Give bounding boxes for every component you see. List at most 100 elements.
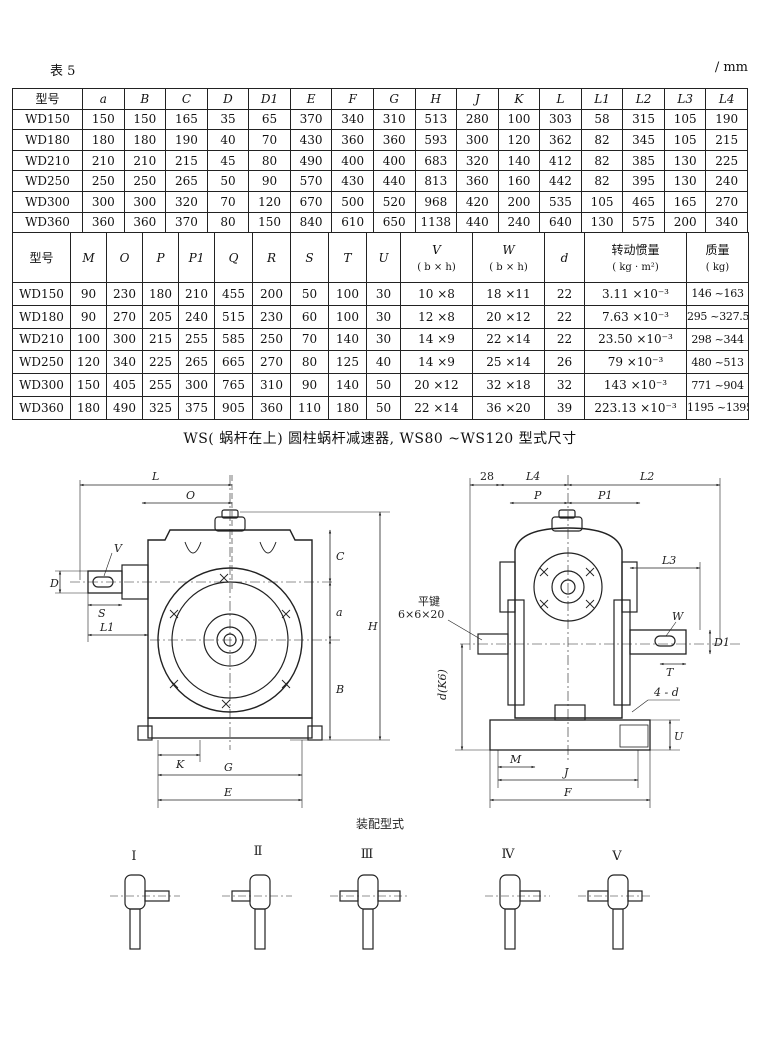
table-cell: 70 [248, 129, 291, 151]
table1-header-cell: L [539, 88, 582, 110]
dim-P1: P1 [597, 489, 612, 502]
dim-L4: L4 [525, 470, 540, 483]
table-cell: 150 [70, 373, 107, 397]
table-cell: 430 [289, 129, 333, 151]
section-title: WS( 蜗杆在上) 圆柱蜗杆减速器, WS80 ~WS120 型式尺寸 [183, 431, 577, 447]
table-cell: 215 [165, 149, 208, 172]
col-inertia: 转动惯量( kg · m²) [584, 232, 687, 283]
table-cell: 1195 ~1395 [686, 395, 749, 420]
table-cell: 385 [622, 149, 665, 172]
table-cell: 230 [252, 304, 291, 329]
table-cell: 520 [372, 190, 416, 213]
technical-drawings: L O V D S L1 C a H B K G E 28 L4 L2 P P1… [49, 470, 740, 950]
table-cell: WD300 [12, 373, 71, 397]
table-cell: WD360 [12, 395, 71, 420]
table-cell: 255 [142, 373, 179, 397]
table-cell: WD250 [12, 170, 83, 192]
table-cell: 370 [165, 211, 208, 234]
table-cell: 412 [539, 149, 582, 172]
table-cell: 20 ×12 [400, 373, 473, 397]
table-cell: 575 [622, 211, 665, 234]
table-cell: 60 [290, 304, 329, 329]
table-cell: 210 [82, 149, 125, 172]
table-cell: 515 [214, 304, 253, 329]
table1-header-cell: J [456, 88, 499, 110]
dim-D1: D1 [713, 636, 730, 649]
table-cell: 79 ×10⁻³ [584, 350, 687, 375]
table-cell: 400 [372, 149, 416, 172]
table-cell: 30 [366, 304, 401, 329]
table-cell: 200 [252, 282, 291, 306]
col-U: U [366, 232, 401, 283]
table-cell: 130 [663, 149, 707, 172]
dim-K: K [175, 758, 185, 771]
table-cell: 840 [289, 211, 333, 234]
col-W: W( b × h) [472, 232, 545, 283]
table-cell: 150 [248, 211, 291, 234]
table-cell: 320 [165, 190, 208, 213]
table-cell: 215 [705, 129, 748, 151]
table1-header-cell: L4 [705, 88, 748, 110]
table-cell: 200 [663, 211, 707, 234]
dim-J: J [562, 766, 569, 779]
table-cell: 490 [289, 149, 333, 172]
table1-header-cell: L3 [663, 88, 707, 110]
table-cell: 165 [663, 190, 707, 213]
table-cell: 465 [622, 190, 665, 213]
table-cell: 32 ×18 [472, 373, 545, 397]
table-cell: 280 [456, 108, 499, 131]
table-cell: 215 [142, 327, 179, 352]
key-size: 6×6×20 [398, 608, 444, 621]
table-cell: 610 [331, 211, 374, 234]
table-cell: 22 [544, 327, 585, 352]
table-cell: 190 [705, 108, 748, 131]
table-cell: 150 [123, 108, 167, 131]
table-cell: 650 [372, 211, 416, 234]
table1-header-cell: L2 [622, 88, 665, 110]
table-cell: 140 [328, 327, 367, 352]
table-cell: 39 [544, 395, 585, 420]
dim-O: O [186, 489, 195, 502]
table-cell: 513 [414, 108, 458, 131]
table-cell: 771 ~904 [686, 373, 749, 397]
col-T: T [328, 232, 367, 283]
table-cell: 490 [106, 395, 143, 420]
table-cell: 190 [165, 129, 208, 151]
table-cell: 210 [123, 149, 167, 172]
table-cell: 325 [142, 395, 179, 420]
table-cell: 440 [372, 170, 416, 192]
table-cell: 90 [248, 170, 291, 192]
table-cell: WD360 [12, 211, 83, 234]
dim-4d: 4 - d [653, 686, 679, 699]
col-model: 型号 [12, 232, 71, 283]
table-cell: 500 [331, 190, 374, 213]
table-cell: 370 [289, 108, 333, 131]
table-cell: 160 [497, 170, 541, 192]
table2-header-row: 型号 M O P P1 Q R S T U V( b × h) W( b × h… [12, 232, 749, 283]
table-cell: 7.63 ×10⁻³ [584, 304, 687, 329]
col-P1: P1 [178, 232, 215, 283]
table-cell: 3.11 ×10⁻³ [584, 282, 687, 306]
table-cell: 23.50 ×10⁻³ [584, 327, 687, 352]
dim-dK6: d(K6) [436, 669, 449, 700]
assembly-type-1: Ⅰ [131, 849, 136, 864]
dim-H: H [367, 620, 378, 633]
table1-header-cell: a [82, 88, 125, 110]
col-M: M [70, 232, 107, 283]
table-cell: 320 [456, 149, 499, 172]
dim-T: T [666, 666, 675, 679]
table-cell: 640 [539, 211, 582, 234]
table-cell: 315 [622, 108, 665, 131]
table-cell: 82 [580, 170, 624, 192]
table-cell: 20 ×12 [472, 304, 545, 329]
col-V: V( b × h) [400, 232, 473, 283]
table-cell: 45 [206, 149, 250, 172]
table-cell: 100 [70, 327, 107, 352]
table-cell: 250 [123, 170, 167, 192]
table-cell: 105 [663, 108, 707, 131]
